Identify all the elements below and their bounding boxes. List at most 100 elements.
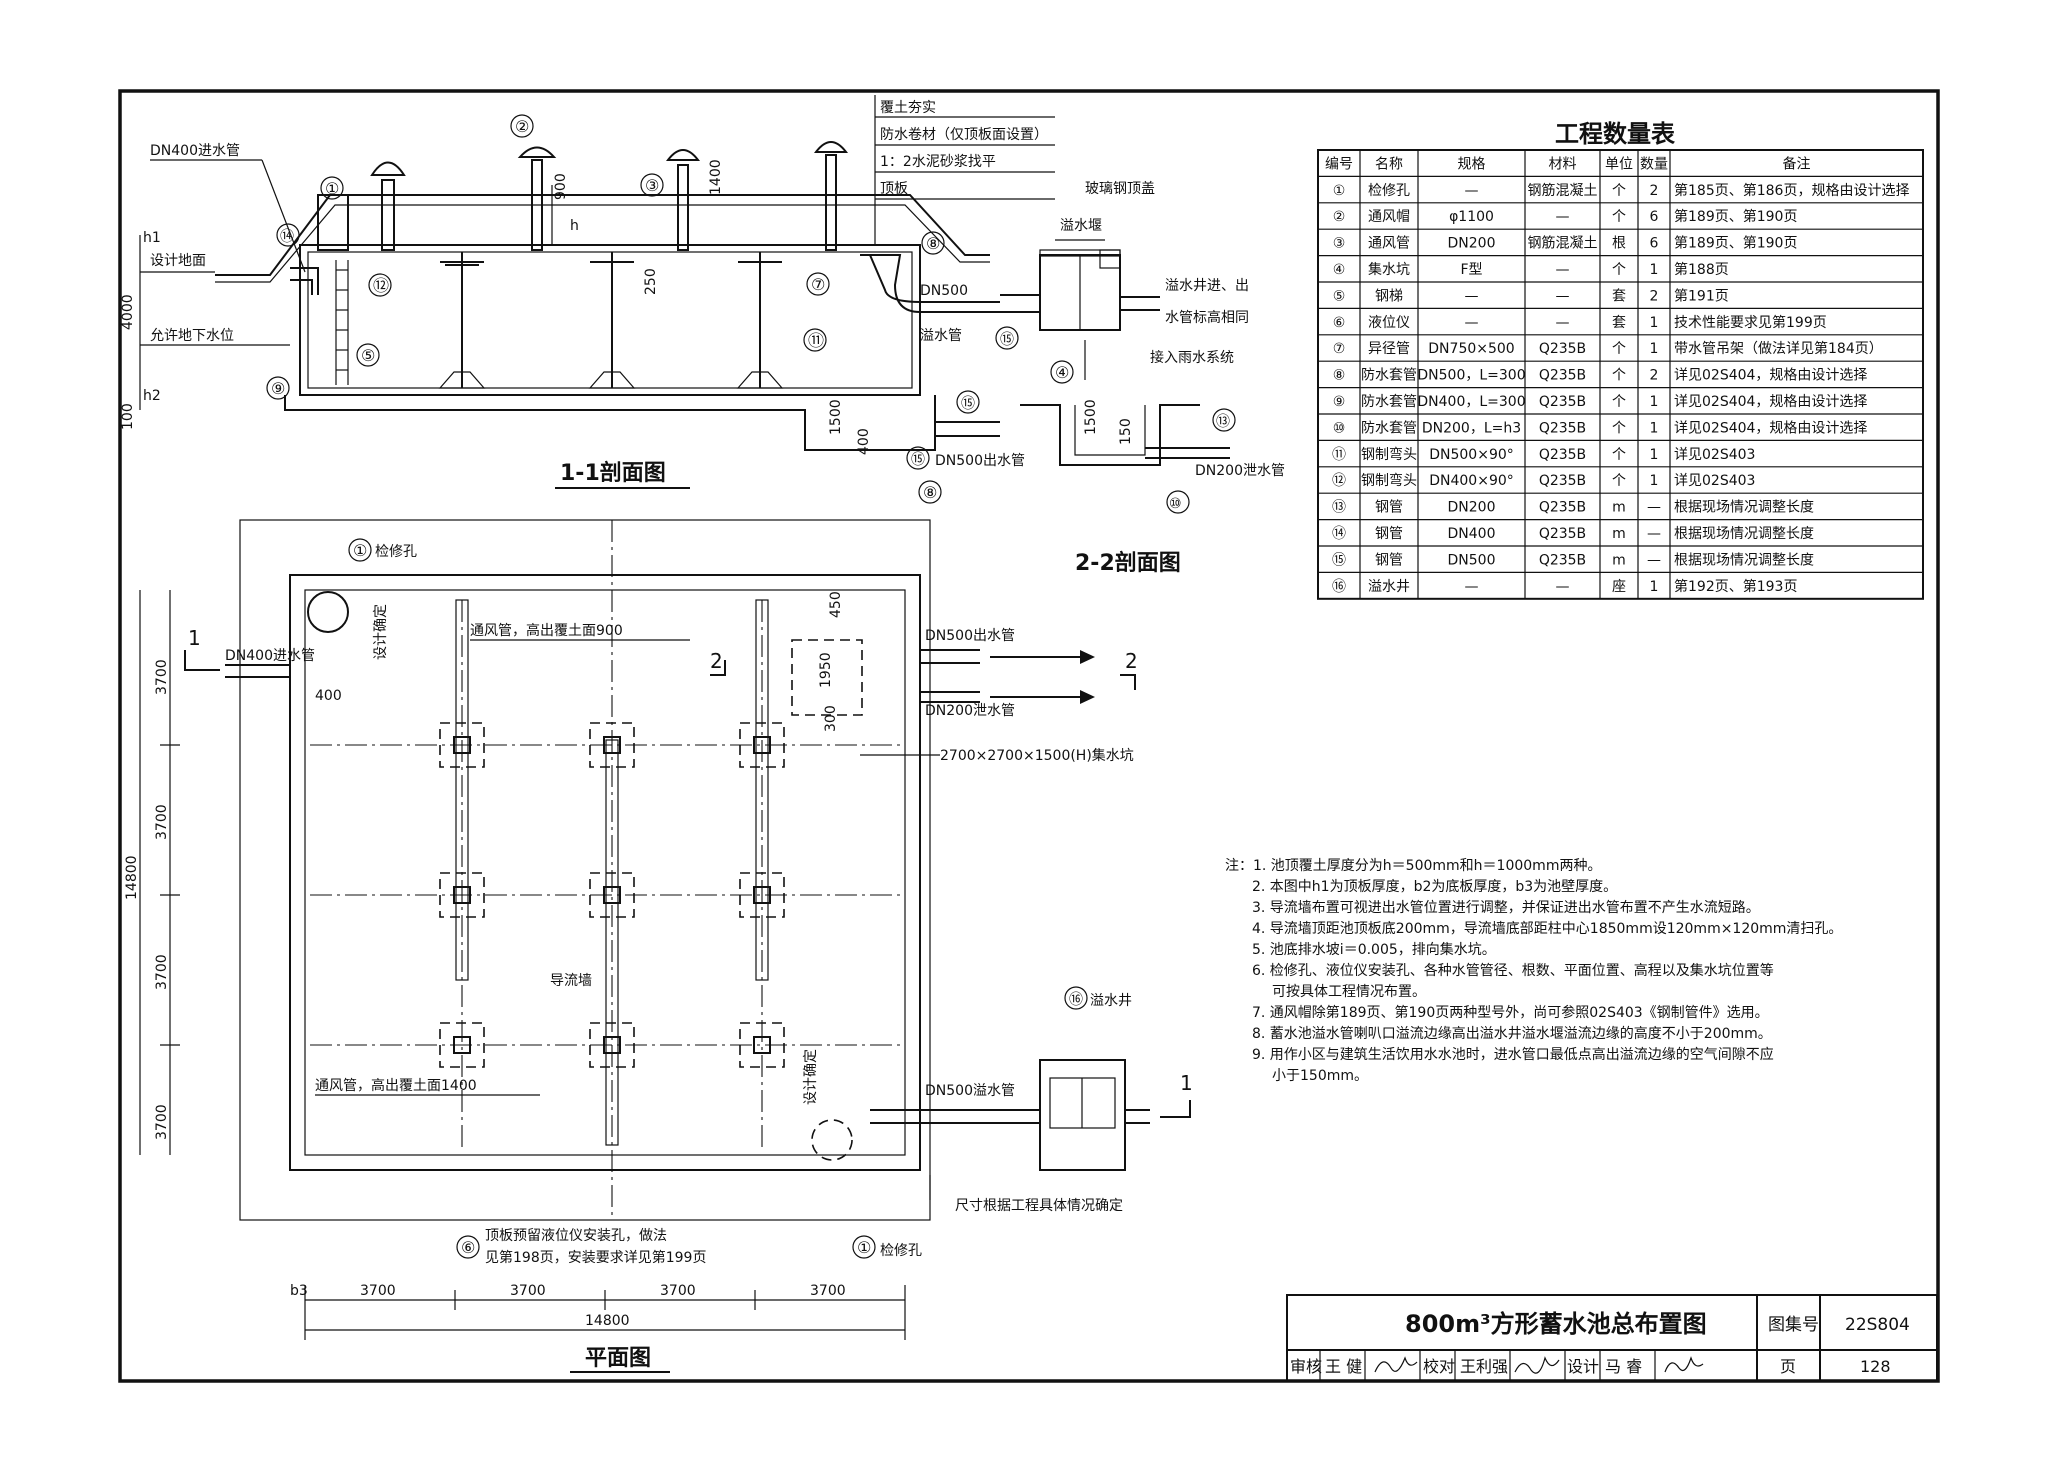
label-glass-cover: 玻璃钢顶盖 — [1085, 180, 1155, 197]
label-level-hole-2: 见第198页，安装要求详见第199页 — [485, 1249, 706, 1266]
column-3 — [753, 736, 771, 754]
column-9 — [753, 1036, 771, 1054]
callout-14: ⑭ — [280, 229, 294, 245]
column-footing-7 — [439, 1022, 485, 1068]
table-cell: 检修孔 — [1368, 183, 1410, 199]
dim-h2: h2 — [143, 388, 161, 404]
note-line: 3. 导流墙布置可视进出水管位置进行调整，并保证进出水管布置不产生水流短路。 — [1252, 900, 1760, 916]
table-cell: — — [1465, 288, 1479, 304]
outlet-pipe-plan — [920, 649, 980, 664]
table-cell: — — [1556, 315, 1570, 331]
sump-plan — [791, 639, 863, 716]
cut-2-left: 2 — [710, 649, 723, 673]
column-footing-6 — [739, 872, 785, 918]
table-cell: 1 — [1650, 315, 1659, 331]
note-line: 5. 池底排水坡i＝0.005，排向集水坑。 — [1252, 941, 1496, 958]
column-1 — [453, 736, 471, 754]
label-dn200-drain-2-2: DN200泄水管 — [1195, 463, 1285, 479]
table-cell: ① — [1333, 183, 1346, 199]
table-cell: 钢管 — [1375, 526, 1403, 542]
table-cell: 详见02S404，规格由设计选择 — [1674, 368, 1867, 384]
check-label: 校对 — [1423, 1357, 1455, 1376]
table-cell: Q235B — [1539, 500, 1586, 516]
column-8 — [603, 1036, 621, 1054]
overflow-well-plan — [1039, 1059, 1126, 1171]
dim-1500a: 1500 — [828, 399, 844, 435]
callout-15b: ⑮ — [961, 396, 975, 412]
table-cell: Q235B — [1539, 368, 1586, 384]
label-elev-same: 水管标高相同 — [1165, 309, 1249, 326]
table-cell: m — [1612, 526, 1626, 542]
dim-100: 100 — [120, 403, 136, 430]
column-footing-4 — [439, 872, 485, 918]
table-cell: 第185页、第186页，规格由设计选择 — [1674, 182, 1909, 199]
column-5 — [603, 886, 621, 904]
table-cell: DN400×90° — [1429, 473, 1514, 489]
callouts: ① ② ③ ④ ⑤ ⑥ ⑦ ⑧ ⑨ ⑩ ⑪ ⑫ ⑬ ⑭ ⑮ ⑮ ⑮ ⑧ ⑯ ① … — [266, 114, 1236, 1259]
table-cell: 1 — [1650, 394, 1659, 410]
label-in-out-well: 溢水井进、出 — [1165, 278, 1249, 294]
review-signature — [1374, 1356, 1418, 1373]
table-cell: ⑭ — [1332, 526, 1346, 542]
table-cell: — — [1465, 183, 1479, 199]
table-cell: 6 — [1650, 209, 1659, 225]
table-cell: 2 — [1650, 183, 1659, 199]
table-cell: DN400，L=300 — [1417, 394, 1525, 410]
manhole-plan-2 — [811, 1119, 853, 1161]
dim-1950: 1950 — [818, 652, 834, 688]
table-cell: 1 — [1650, 341, 1659, 357]
column-footing-5 — [589, 872, 635, 918]
label-waterproof: 防水卷材（仅顶板面设置） — [880, 127, 1048, 143]
callout-4: ④ — [1055, 363, 1069, 382]
label-level-hole-1: 顶板预留液位仪安装孔，做法 — [485, 1228, 667, 1244]
dim-h: h — [570, 218, 579, 234]
table-cell: 1 — [1650, 262, 1659, 278]
table-cell: 详见02S403 — [1674, 447, 1755, 463]
table-cell: 根 — [1612, 236, 1626, 252]
table-cell: DN200 — [1448, 236, 1496, 252]
table-cell: ⑫ — [1332, 473, 1346, 489]
table-cell: 第189页、第190页 — [1674, 208, 1797, 225]
label-mortar: 1：2水泥砂浆找平 — [880, 154, 996, 170]
table-cell: ⑮ — [1332, 552, 1346, 568]
callout-15c: ⑮ — [911, 452, 925, 468]
table-cell: ⑨ — [1333, 394, 1346, 410]
label-inlet-1-1: DN400进水管 — [150, 143, 240, 159]
table-cell: 个 — [1612, 183, 1626, 199]
table-cell: 通风管 — [1368, 236, 1410, 252]
table-cell: 个 — [1612, 447, 1626, 463]
label-inlet-plan: DN400进水管 — [225, 648, 315, 664]
dim-v-2: 3700 — [154, 804, 170, 840]
table-cell: m — [1612, 500, 1626, 516]
table-cell: — — [1647, 552, 1661, 568]
callout-15a: ⑮ — [1000, 332, 1014, 348]
table-header-cell: 材料 — [1549, 156, 1577, 172]
table-cell: 技术性能要求见第199页 — [1674, 314, 1827, 331]
table-cell: 钢制弯头 — [1361, 446, 1417, 463]
drawing-frame — [118, 89, 1940, 1383]
atlas-label: 图集号 — [1768, 1315, 1819, 1335]
table-cell: 详见02S404，规格由设计选择 — [1674, 394, 1867, 410]
section-2-2: 1500 150 DN200泄水管 — [1020, 399, 1285, 479]
callout-1a: ① — [325, 179, 339, 198]
label-guide-wall: 导流墙 — [550, 973, 592, 989]
ladder-section — [335, 260, 349, 385]
plan-columns — [439, 722, 785, 1068]
callout-1b: ① — [353, 541, 367, 560]
table-cell: — — [1556, 209, 1570, 225]
dim-h-2: 3700 — [510, 1283, 546, 1299]
drain-pipe-plan — [920, 691, 980, 703]
cut-2-right: 2 — [1125, 649, 1138, 673]
label-size-note: 尺寸根据工程具体情况确定 — [955, 1198, 1123, 1214]
label-overflow-well: 溢水井 — [1090, 993, 1132, 1009]
table-cell: DN200，L=h3 — [1422, 420, 1521, 436]
table-cell: 1 — [1650, 579, 1659, 595]
table-cell: DN200 — [1448, 500, 1496, 516]
column-footing-8 — [589, 1022, 635, 1068]
table-cell: 第191页 — [1674, 287, 1729, 304]
dim-total-v: 14800 — [124, 855, 140, 900]
dim-900: 900 — [553, 173, 569, 200]
callout-7: ⑦ — [811, 275, 825, 294]
